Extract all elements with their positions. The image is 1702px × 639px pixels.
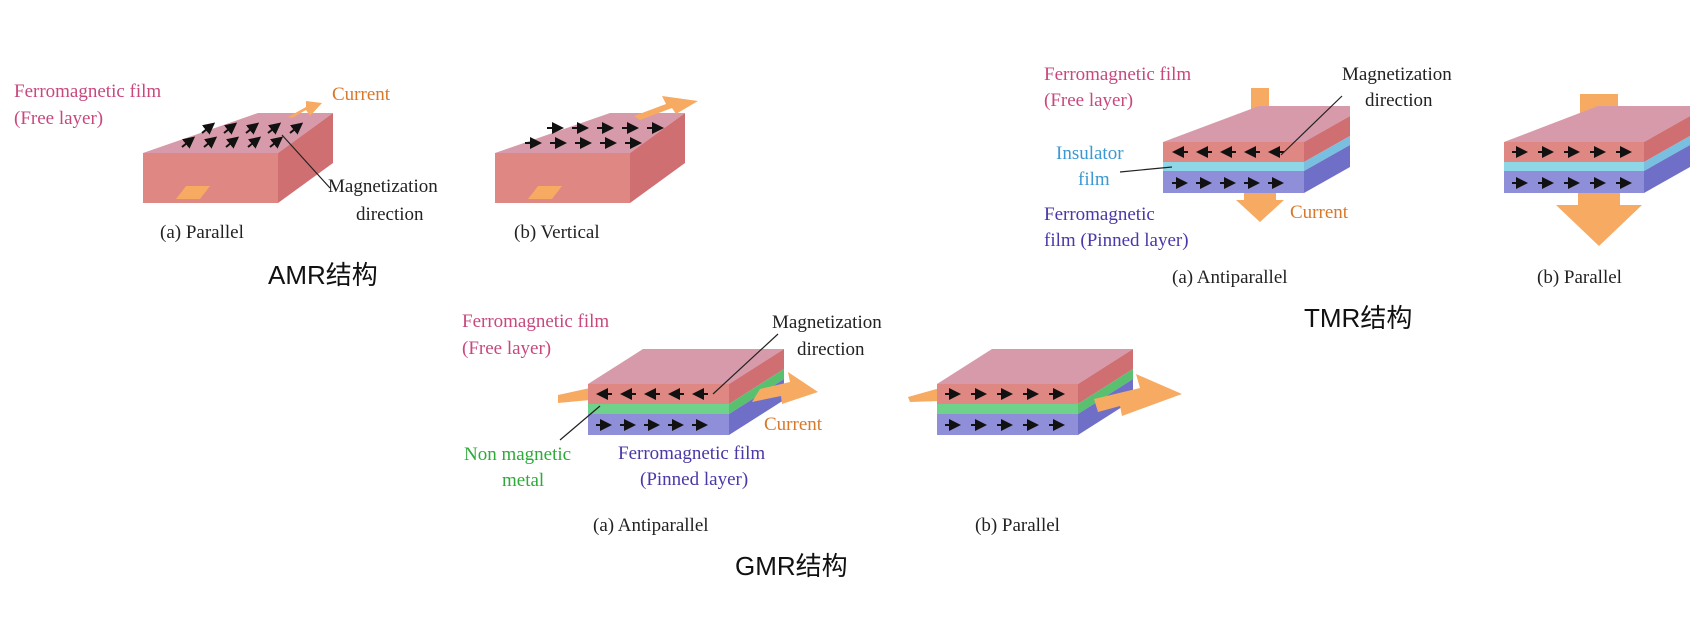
amr-b-side-face [630,113,685,203]
tmr-insulator-label-2: film [1078,169,1110,190]
gmr-a-free-side [729,349,784,404]
gmr-a-nonmagnetic-side [729,369,784,414]
tmr-b-insulator-side [1644,136,1690,171]
amr-b-current-out-icon [634,96,698,120]
amr-a-current-in-icon [176,186,210,199]
gmr-caption-a: (a) Antiparallel [593,515,709,536]
gmr-a-nonmagnetic-leader [559,405,601,441]
gmr-b-current-out-icon [1094,374,1182,416]
gmr-nonmagnetic-label: Non magnetic [464,444,571,465]
amr-caption-a: (a) Parallel [160,222,244,243]
tmr-a-pinned-side [1304,145,1350,193]
tmr-current-label: Current [1290,202,1349,223]
tmr-pinned-layer-label: Ferromagnetic [1044,204,1155,225]
gmr-b-nonmagnetic-front [937,404,1078,414]
amr-magnetization-label: Magnetization [328,176,438,197]
gmr-caption-b: (b) Parallel [975,515,1060,536]
gmr-current-label: Current [764,414,823,435]
gmr-a-current-out-icon [752,372,818,404]
amr-b-current-in-icon [528,186,562,199]
magnetization-arrow-icon [289,122,304,135]
tmr-pinned-layer-label-2: film (Pinned layer) [1044,230,1189,251]
gmr-b-magnetization-arrows [945,388,1065,431]
gmr-parallel-stack [908,349,1182,435]
magnetization-arrow-icon [245,122,260,135]
magnetization-arrow-icon [247,136,262,149]
tmr-caption-a: (a) Antiparallel [1172,267,1288,288]
tmr-b-top-face [1504,106,1690,142]
tmr-a-insulator-side [1304,136,1350,171]
gmr-a-nonmagnetic-front [588,404,729,414]
tmr-parallel-stack [1504,94,1690,246]
tmr-a-magnetization-leader [1280,95,1343,156]
gmr-free-layer-label: Ferromagnetic film [462,311,609,332]
tmr-insulator-label: Insulator [1056,143,1124,164]
magnetization-arrow-icon [203,136,218,149]
tmr-antiparallel-stack [1163,88,1350,222]
gmr-section-title: GMR结构 [735,551,848,581]
tmr-b-magnetization-arrows [1512,146,1632,189]
amr-caption-b: (b) Vertical [514,222,600,243]
tmr-a-pinned-front [1163,171,1304,193]
amr-free-layer-label-2: (Free layer) [14,108,103,129]
amr-free-layer-label: Ferromagnetic film [14,81,161,102]
tmr-magnetization-label-2: direction [1365,90,1433,111]
magnetization-arrow-icon [201,122,216,135]
amr-a-front-face [143,153,278,203]
amr-b-front-face [495,153,630,203]
tmr-a-current-out-icon [1236,193,1284,222]
magnetization-arrow-icon [269,136,284,149]
amr-a-current-out-icon [288,101,322,118]
tmr-section-title: TMR结构 [1304,303,1412,333]
gmr-a-magnetization-arrows [596,388,708,431]
magnetization-arrow-icon [223,122,238,135]
amr-parallel-block [143,101,333,203]
tmr-b-insulator-front [1504,162,1644,171]
magnetization-arrow-icon [225,136,240,149]
tmr-a-free-side [1304,116,1350,162]
gmr-b-top-face [937,349,1133,384]
tmr-a-insulator-leader [1119,166,1173,173]
gmr-magnetization-label-2: direction [797,339,865,360]
tmr-free-layer-label: Ferromagnetic film [1044,64,1191,85]
gmr-free-layer-label-2: (Free layer) [462,338,551,359]
gmr-pinned-layer-label: Ferromagnetic film [618,443,765,464]
tmr-free-layer-label-2: (Free layer) [1044,90,1133,111]
tmr-a-insulator-front [1163,162,1304,171]
amr-section-title: AMR结构 [268,260,378,290]
amr-current-label: Current [332,84,391,105]
gmr-a-current-in-icon [558,388,590,403]
gmr-pinned-layer-label-2: (Pinned layer) [640,469,748,490]
gmr-antiparallel-stack [558,349,818,435]
gmr-b-free-side [1078,349,1133,404]
amr-vertical-block [495,96,698,203]
magnetization-arrow-icon [267,122,282,135]
gmr-a-top-face [588,349,784,384]
gmr-b-current-in-icon [908,388,940,402]
amr-b-magnetization-arrows [525,122,664,149]
magnetization-arrow-icon [181,136,196,149]
amr-a-magnetization-arrows [181,122,304,149]
amr-a-magnetization-leader [281,134,331,189]
amr-magnetization-label-2: direction [356,204,424,225]
tmr-b-pinned-side [1644,145,1690,193]
gmr-b-nonmagnetic-side [1078,369,1133,414]
gmr-nonmagnetic-label-2: metal [502,470,544,491]
tmr-caption-b: (b) Parallel [1537,267,1622,288]
gmr-magnetization-label: Magnetization [772,312,882,333]
tmr-b-current-out-icon [1556,193,1642,246]
tmr-a-magnetization-arrows [1172,146,1284,189]
amr-a-side-face [278,113,333,203]
gmr-a-pinned-front [588,414,729,435]
gmr-a-magnetization-leader [712,333,779,395]
tmr-b-free-side [1644,116,1690,162]
tmr-magnetization-label: Magnetization [1342,64,1452,85]
